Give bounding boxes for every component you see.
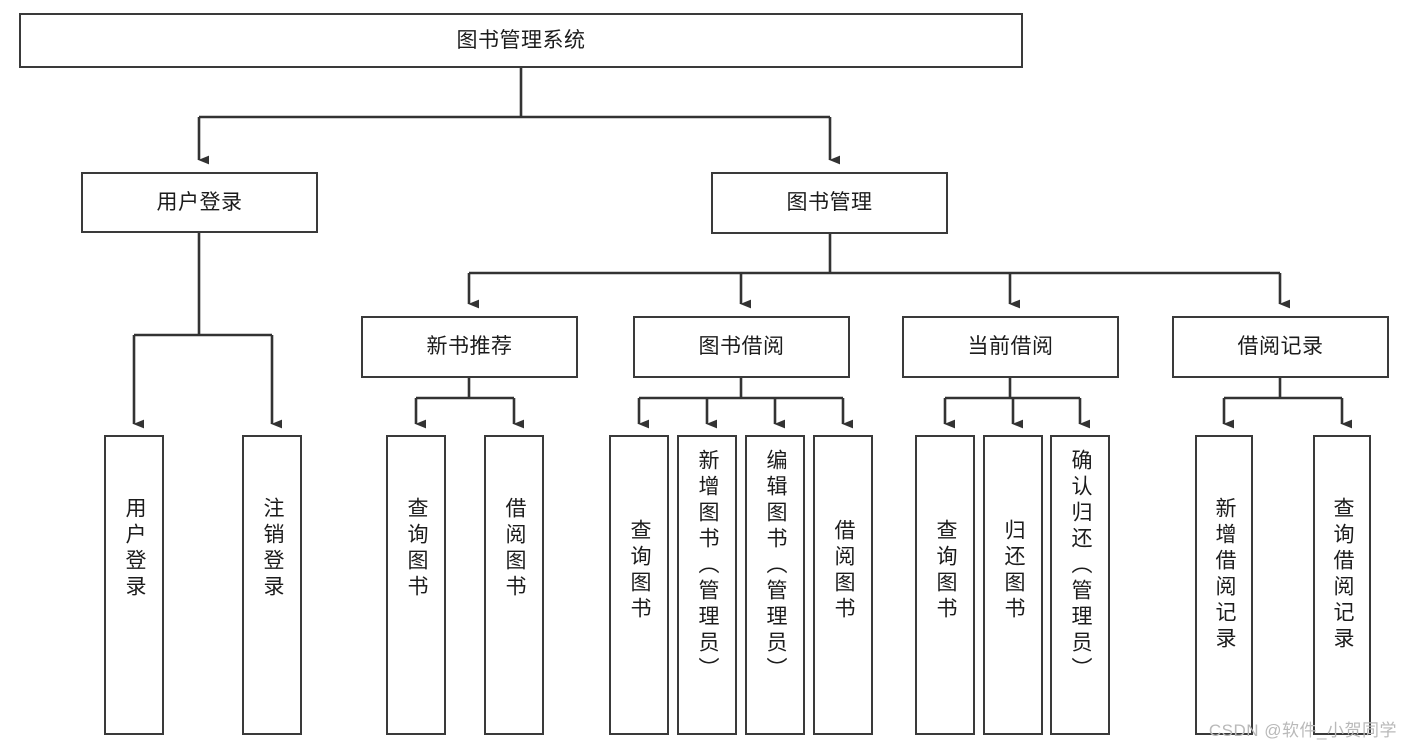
leaf-edit-book-admin[interactable]: 编辑图书（管理员） (745, 435, 805, 735)
node-current-borrow[interactable]: 当前借阅 (902, 316, 1119, 378)
node-book-borrow[interactable]: 图书借阅 (633, 316, 850, 378)
node-label: 查询图书 (405, 497, 429, 601)
leaf-confirm-return-admin[interactable]: 确认归还（管理员） (1050, 435, 1110, 735)
node-label: 查询借阅记录 (1331, 497, 1355, 653)
node-label: 借阅记录 (1237, 335, 1324, 359)
node-label: 编辑图书（管理员） (764, 449, 788, 683)
leaf-borrow-book[interactable]: 借阅图书 (813, 435, 873, 735)
node-label: 归还图书 (1002, 519, 1026, 623)
node-label: 新增图书（管理员） (696, 449, 720, 683)
node-label: 新增借阅记录 (1213, 497, 1237, 653)
node-label: 注销登录 (261, 497, 285, 601)
leaf-return-book[interactable]: 归还图书 (983, 435, 1043, 735)
node-label: 确认归还（管理员） (1069, 449, 1093, 683)
leaf-query-book-borrow[interactable]: 查询图书 (609, 435, 669, 735)
node-label: 用户登录 (156, 190, 243, 214)
node-label: 用户登录 (123, 497, 147, 601)
leaf-user-logout[interactable]: 注销登录 (242, 435, 302, 735)
leaf-add-book-admin[interactable]: 新增图书（管理员） (677, 435, 737, 735)
leaf-borrow-book-recommend[interactable]: 借阅图书 (484, 435, 544, 735)
node-label: 借阅图书 (832, 519, 856, 623)
leaf-query-borrow-record[interactable]: 查询借阅记录 (1313, 435, 1371, 735)
node-label: 借阅图书 (503, 497, 527, 601)
watermark: CSDN @软件_小贺同学 (1208, 721, 1397, 740)
node-label: 图书管理 (786, 191, 873, 215)
node-user-login[interactable]: 用户登录 (81, 172, 318, 233)
leaf-query-book-recommend[interactable]: 查询图书 (386, 435, 446, 735)
leaf-add-borrow-record[interactable]: 新增借阅记录 (1195, 435, 1253, 735)
leaf-query-book-current[interactable]: 查询图书 (915, 435, 975, 735)
node-label: 当前借阅 (967, 335, 1054, 359)
leaf-user-login[interactable]: 用户登录 (104, 435, 164, 735)
node-label: 图书管理系统 (456, 28, 586, 52)
node-label: 新书推荐 (426, 335, 513, 359)
node-borrow-record[interactable]: 借阅记录 (1172, 316, 1389, 378)
node-root-book-management-system[interactable]: 图书管理系统 (19, 13, 1023, 68)
node-label: 查询图书 (628, 519, 652, 623)
node-label: 图书借阅 (698, 335, 785, 359)
node-new-book-recommend[interactable]: 新书推荐 (361, 316, 578, 378)
node-label: 查询图书 (934, 519, 958, 623)
node-book-management[interactable]: 图书管理 (711, 172, 948, 234)
